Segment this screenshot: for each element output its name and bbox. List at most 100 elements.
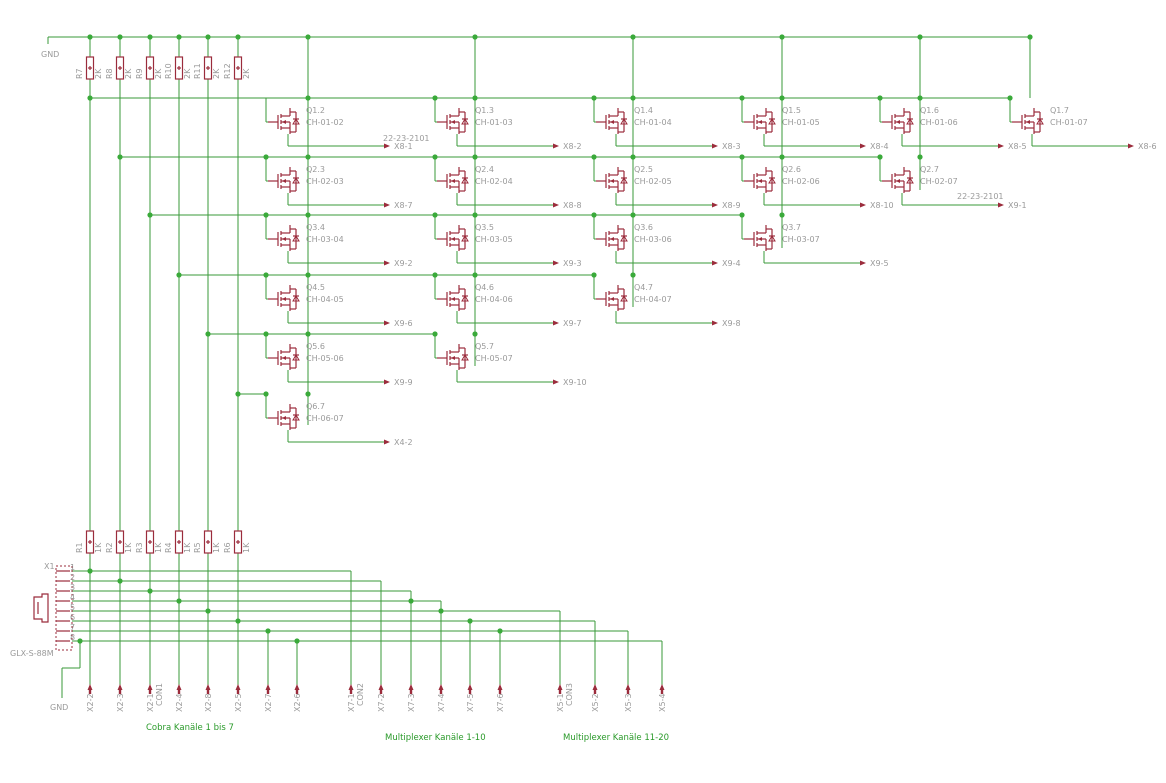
transistor-value: CH-02-07 (920, 177, 958, 186)
diode (461, 354, 469, 361)
junction-dot (877, 95, 883, 101)
diode (768, 235, 776, 242)
diode (292, 354, 300, 361)
pullup-resistor-r8 (115, 56, 125, 80)
junction-dot (432, 331, 438, 337)
gnd-label-bottom: GND (50, 703, 68, 712)
transistor-value: CH-04-07 (634, 295, 672, 304)
transistor-value: CH-03-05 (475, 235, 513, 244)
bottom-terminal-label: X7-2 (377, 693, 386, 712)
terminal-arrow (557, 684, 563, 690)
transistor-ref: Q2.4 (475, 165, 494, 174)
mosfet-arrow (282, 237, 286, 241)
terminal-arrow (712, 202, 718, 208)
junction-dot (467, 618, 473, 624)
transistor-ref: Q3.4 (306, 223, 325, 232)
output-terminal-label: X8-1 (394, 142, 413, 151)
transistor-ref: Q2.7 (920, 165, 939, 174)
terminal-stub (349, 690, 353, 694)
terminal-arrow (384, 202, 390, 208)
transistor-value: CH-01-04 (634, 118, 672, 127)
mosfet-arrow (282, 120, 286, 124)
terminal-arrow (467, 684, 473, 690)
resistor-body (174, 530, 184, 554)
output-terminal-label: X9-9 (394, 378, 413, 387)
junction-dot (438, 608, 444, 614)
bottom-terminal-label: X2-1 (146, 693, 155, 712)
component-layer (33, 56, 1134, 694)
series-resistor-r5 (203, 530, 213, 554)
output-terminal-label: X9-1 (1008, 201, 1027, 210)
terminal-arrow (998, 143, 1004, 149)
junction-dot (591, 212, 597, 218)
connector-ref: X1 (44, 562, 55, 571)
resistor-ref: R2 (105, 542, 114, 553)
junction-dot (205, 34, 211, 40)
terminal-arrow (176, 684, 182, 690)
transistor-ref: Q1.3 (475, 106, 494, 115)
pullup-resistor-r7 (85, 56, 95, 80)
resistor-body (233, 530, 243, 554)
terminal-arrow (235, 684, 241, 690)
junction-dot (117, 578, 123, 584)
mosfet-arrow (610, 120, 614, 124)
terminal-stub (266, 690, 270, 694)
resistor-ref: R9 (135, 68, 144, 79)
terminal-arrow (625, 684, 631, 690)
bottom-terminal-label: X2-7 (264, 693, 273, 712)
junction-dot (408, 598, 414, 604)
mosfet-Q2.4 (437, 167, 469, 193)
resistor-ref: R12 (223, 63, 232, 79)
connector-pin-number: 3 (70, 583, 75, 592)
junction-dot (87, 568, 93, 574)
bottom-terminal-label: X5-2 (591, 693, 600, 712)
diode (292, 235, 300, 242)
output-terminal-label: X4-2 (394, 438, 413, 447)
transistor-value: CH-01-06 (920, 118, 958, 127)
terminal-arrow (860, 260, 866, 266)
junction-dot (432, 154, 438, 160)
mosfet-arrow (451, 179, 455, 183)
series-resistor-r4 (174, 530, 184, 554)
terminal-arrow (205, 684, 211, 690)
terminal-arrow (553, 143, 559, 149)
mosfet-Q5.6 (268, 344, 300, 370)
mosfet-Q3.5 (437, 225, 469, 251)
junction-dot (630, 34, 636, 40)
transistor-value: CH-03-04 (306, 235, 344, 244)
junction-dot (263, 331, 269, 337)
terminal-stub (439, 690, 443, 694)
mosfet-Q1.2 (268, 108, 300, 134)
junction-dot (472, 272, 478, 278)
terminal-stub (206, 690, 210, 694)
connector-pin-number: 4 (70, 593, 75, 602)
note-cobra: Cobra Kanäle 1 bis 7 (146, 723, 234, 733)
junction-dot (779, 95, 785, 101)
mosfet-arrow (758, 179, 762, 183)
connector-group-label: CON2 (356, 683, 365, 706)
resistor-ref: R1 (75, 542, 84, 553)
junction-dot (147, 212, 153, 218)
terminal-arrow (384, 143, 390, 149)
terminal-stub (177, 690, 181, 694)
transistor-ref: Q1.2 (306, 106, 325, 115)
mosfet-Q6.7 (268, 404, 300, 430)
terminal-arrow (384, 439, 390, 445)
resistor-body (203, 530, 213, 554)
terminal-stub (88, 690, 92, 694)
output-terminal-label: X9-7 (563, 319, 582, 328)
mosfet-Q2.3 (268, 167, 300, 193)
junction-dot (630, 212, 636, 218)
mosfet-arrow (1026, 120, 1030, 124)
junction-dot (263, 154, 269, 160)
resistor-body (145, 530, 155, 554)
junction-dot (591, 95, 597, 101)
terminal-arrow (497, 684, 503, 690)
terminal-stub (379, 690, 383, 694)
bottom-terminal-label: X2-3 (116, 693, 125, 712)
mosfet-arrow (282, 179, 286, 183)
resistor-ref: R6 (223, 542, 232, 553)
mosfet-arrow (451, 237, 455, 241)
bottom-terminal-label: X2-6 (293, 693, 302, 712)
diode (292, 177, 300, 184)
